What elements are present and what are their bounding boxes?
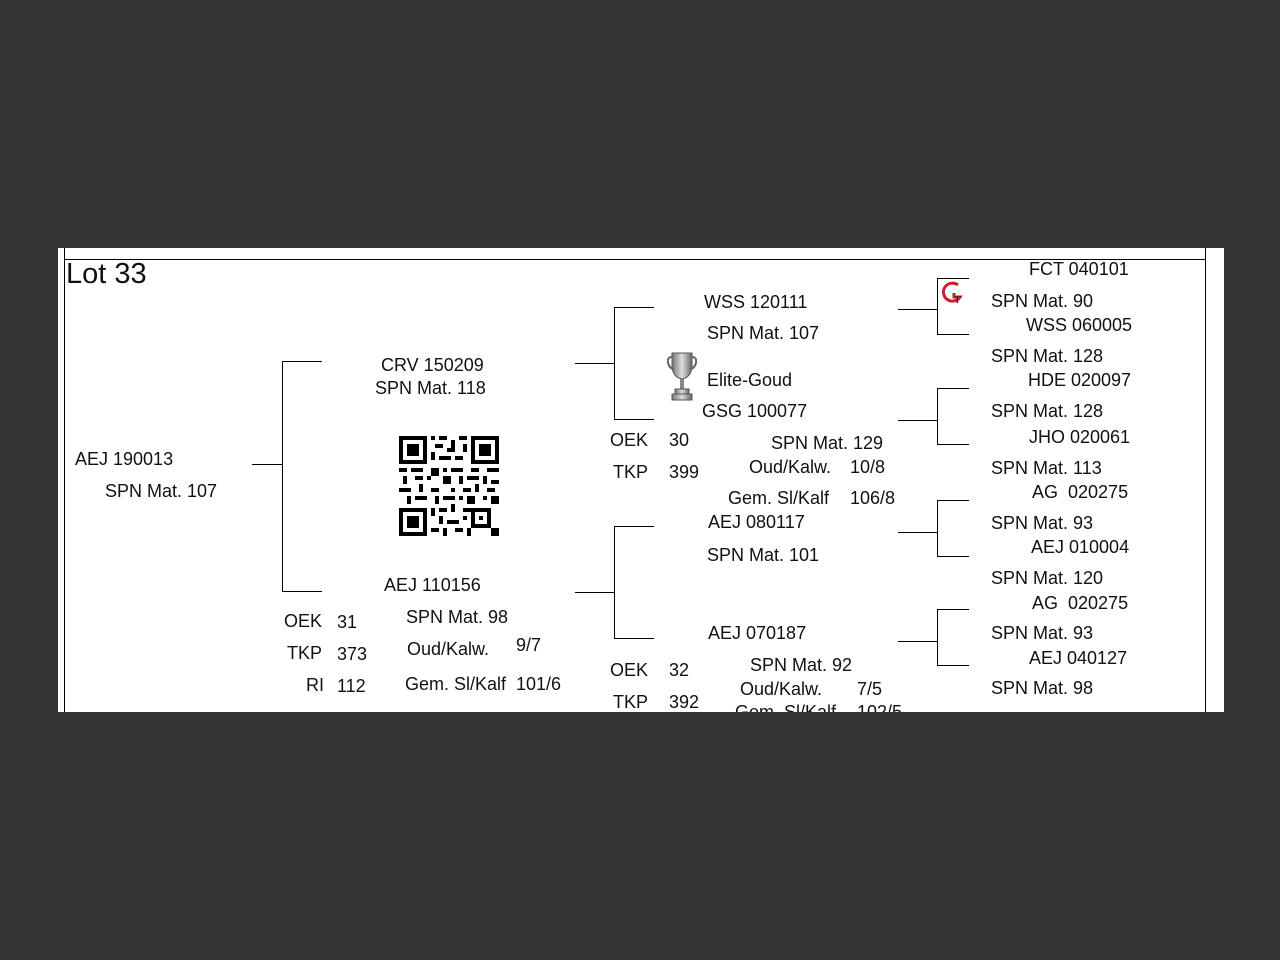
connector [252,464,283,465]
dam-dam-oud-value: 7/5 [857,679,883,699]
connector [614,526,654,527]
subject-mat: SPN Mat. 107 [105,481,218,501]
gen3-6-id: AEJ 010004 [1031,537,1130,557]
dam-oek-label: OEK [284,611,323,631]
sire-dam-tkp-label: TKP [613,462,649,482]
frame-left-line [64,248,65,712]
dam-ri-label: RI [306,675,324,695]
connector [937,388,938,444]
gen3-4-mat: SPN Mat. 113 [991,458,1102,478]
sire-dam-oek-value: 30 [669,430,690,450]
connector [937,556,969,557]
dam-dam-tkp-label: TKP [613,692,649,712]
dam-tkp-value: 373 [337,644,368,664]
dam-dam-oek-value: 32 [669,660,690,680]
connector [282,361,322,362]
connector [614,526,615,638]
gen3-7-id: AG 020275 [1032,593,1129,613]
connector [937,278,969,279]
dam-tkp-label: TKP [287,643,323,663]
connector [614,638,654,639]
sire-dam-tkp-value: 399 [669,462,700,482]
dam-dam-gem-value: 102/5 [857,702,903,712]
sire-dam-oek-label: OEK [610,430,649,450]
dam-sire-id: AEJ 080117 [708,512,805,532]
gen3-5-id: AG 020275 [1032,482,1129,502]
connector [898,641,938,642]
dam-oud-label: Oud/Kalw. [407,639,490,659]
connector [575,592,615,593]
dam-oek-value: 31 [337,612,358,632]
gen3-7-mat: SPN Mat. 93 [991,623,1094,643]
connector [614,419,654,420]
connector [937,500,938,556]
pedigree-sheet: Lot 33 AEJ 190013 SPN Mat. 107 CRV 15020… [58,248,1224,712]
gen3-2-id: WSS 060005 [1026,315,1133,335]
connector [614,307,654,308]
dam-dam-oud-label: Oud/Kalw. [740,679,823,699]
gen3-3-id: HDE 020097 [1028,370,1132,390]
connector [937,388,969,389]
sire-sire-mat: SPN Mat. 107 [707,323,820,343]
dam-mat: SPN Mat. 98 [406,607,509,627]
connector [282,591,322,592]
gen3-2-mat: SPN Mat. 128 [991,346,1104,366]
connector [898,532,938,533]
connector [937,665,969,666]
dam-gem-label: Gem. Sl/Kalf [405,674,507,694]
gen3-5-mat: SPN Mat. 93 [991,513,1094,533]
connector [937,278,938,334]
sire-id: CRV 150209 [381,355,484,375]
svg-text:T: T [954,294,961,306]
dam-oud-value: 9/7 [516,635,542,655]
lot-title: Lot 33 [66,258,147,290]
dam-gem-value: 101/6 [516,674,562,694]
sire-dam-gem-label: Gem. Sl/Kalf [728,488,830,508]
sire-dam-oud-value: 10/8 [850,457,886,477]
sire-dam-badge: Elite-Goud [707,370,793,390]
connector [898,309,938,310]
connector [937,444,969,445]
sire-dam-gem-value: 106/8 [850,488,896,508]
gen3-4-id: JHO 020061 [1029,427,1131,447]
connector [575,363,615,364]
sire-mat: SPN Mat. 118 [375,378,486,398]
gen3-8-id: AEJ 040127 [1029,648,1128,668]
dam-dam-id: AEJ 070187 [708,623,807,643]
frame-right-line [1205,248,1206,712]
connector [898,420,938,421]
connector [937,609,969,610]
sire-dam-id: GSG 100077 [702,401,808,421]
sire-sire-id: WSS 120111 [704,292,808,312]
subject-id: AEJ 190013 [75,449,174,469]
frame-top-line [64,259,1206,260]
dam-ri-value: 112 [337,676,366,696]
connector [282,361,283,592]
connector [937,334,969,335]
sire-dam-mat: SPN Mat. 129 [771,433,884,453]
sire-dam-oud-label: Oud/Kalw. [749,457,832,477]
gen3-1-mat: SPN Mat. 90 [991,291,1094,311]
gen3-8-mat: SPN Mat. 98 [991,678,1094,698]
gen3-3-mat: SPN Mat. 128 [991,401,1104,421]
qr-code-icon [399,436,499,536]
trophy-icon [667,352,697,401]
dam-dam-oek-label: OEK [610,660,649,680]
dam-dam-mat: SPN Mat. 92 [750,655,853,675]
gen3-1-id: FCT 040101 [1029,259,1129,279]
dam-id: AEJ 110156 [384,575,481,595]
connector [614,307,615,419]
connector [937,500,969,501]
dam-dam-tkp-value: 392 [669,692,700,712]
dam-sire-mat: SPN Mat. 101 [707,545,820,565]
connector [937,609,938,665]
gen3-6-mat: SPN Mat. 120 [991,568,1104,588]
gt-logo-icon: T [942,281,963,306]
dam-dam-gem-label: Gem. Sl/Kalf [735,702,837,712]
